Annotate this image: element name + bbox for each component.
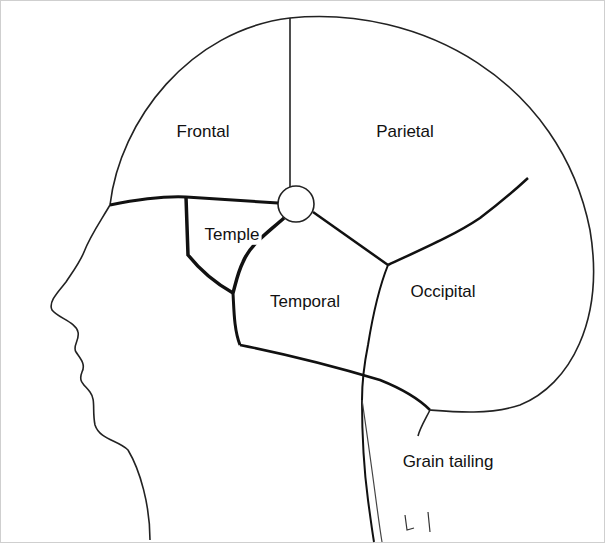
crown-circle (278, 186, 314, 222)
boundary-line (388, 178, 528, 265)
boundary-line (313, 212, 388, 265)
region-label: Temple (203, 225, 262, 245)
region-label: Frontal (175, 122, 232, 142)
hair-mark (405, 515, 414, 530)
head-outline (51, 17, 593, 540)
neck-line (362, 400, 382, 542)
boundary-line (233, 293, 240, 345)
hair-mark (428, 512, 430, 532)
region-label: Parietal (374, 122, 436, 142)
neck-line (418, 410, 430, 436)
boundary-line (110, 197, 278, 205)
divider-line (289, 18, 291, 187)
boundary-line (240, 345, 430, 410)
region-label: Temporal (268, 292, 342, 312)
region-label: Occipital (408, 282, 477, 302)
boundary-line (362, 265, 388, 400)
region-label: Grain tailing (401, 452, 496, 472)
